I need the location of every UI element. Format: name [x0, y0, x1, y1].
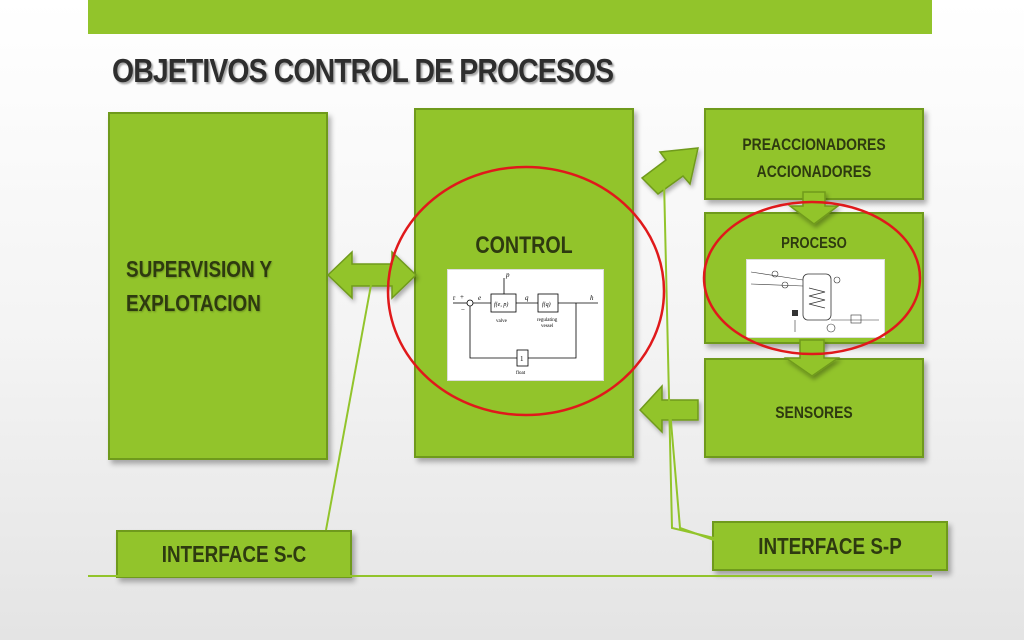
cd-q: q — [525, 294, 529, 302]
slide-title: OBJETIVOS CONTROL DE PROCESOS — [112, 52, 614, 89]
sensores-label: SENSORES — [775, 403, 853, 422]
arrow-to-preaccionadores — [640, 147, 699, 195]
ps-coil — [808, 287, 826, 309]
cd-regulating-label2: vessel — [541, 324, 554, 329]
connector-interface-sp-lower — [669, 409, 715, 541]
cd-feedback-line — [528, 303, 577, 359]
ps-pump — [826, 323, 836, 333]
ps-pipe-top — [750, 271, 804, 281]
bottom-accent-line — [88, 575, 932, 577]
ps-valve-1 — [771, 270, 779, 278]
cd-r: r — [453, 294, 456, 302]
ps-valve-2 — [781, 281, 789, 289]
supervision-label-line2: EXPLOTACION — [126, 290, 261, 316]
cd-plus: + — [460, 293, 464, 301]
preaccionadores-box — [704, 108, 924, 200]
interface-sc-label: INTERFACE S-C — [161, 541, 307, 567]
connector-interface-sc — [325, 284, 372, 531]
cd-vessel-fn: f(q) — [542, 301, 551, 308]
interface-sp-box — [712, 521, 948, 571]
supervision-box — [108, 112, 328, 460]
cd-float-label: float — [516, 371, 526, 376]
highlight-ellipse-control — [386, 165, 666, 417]
cd-p: p — [505, 271, 510, 279]
top-accent-bar — [88, 0, 932, 34]
interface-sp-label: INTERFACE S-P — [758, 533, 902, 559]
cd-e: e — [478, 294, 481, 302]
ps-pipe-mid — [750, 283, 804, 287]
cd-h: h — [590, 294, 594, 302]
cd-valve-fn: f(e, p) — [494, 301, 508, 308]
proceso-label: PROCESO — [781, 235, 847, 252]
control-block-diagram: r + − e p f(e, p) valve q f(q) regulatin… — [447, 269, 604, 381]
arrow-down-to-proceso — [787, 191, 841, 225]
process-schematic — [746, 259, 885, 338]
ps-indicator — [792, 310, 798, 316]
cd-valve-label: valve — [496, 319, 508, 324]
preaccionadores-label-line2: ACCIONADORES — [756, 162, 872, 181]
double-arrow-supervision-control — [326, 250, 418, 300]
highlight-ellipse-proceso — [702, 200, 922, 356]
preaccionadores-label-line1: PREACCIONADORES — [742, 135, 886, 154]
cd-regulating-label1: regulating — [537, 318, 558, 323]
connector-interface-sp-upper — [663, 179, 715, 539]
supervision-label-line1: SUPERVISION Y — [126, 256, 273, 282]
cd-one: 1 — [520, 355, 524, 363]
ps-sensor — [833, 276, 841, 284]
ps-box-right — [850, 314, 862, 324]
cd-minus: − — [461, 306, 465, 314]
ps-tank — [802, 273, 832, 321]
interface-sc-box — [116, 530, 352, 578]
control-label: CONTROL — [475, 232, 573, 259]
arrow-down-to-sensores — [783, 339, 841, 377]
cd-feedback-return — [469, 306, 517, 359]
